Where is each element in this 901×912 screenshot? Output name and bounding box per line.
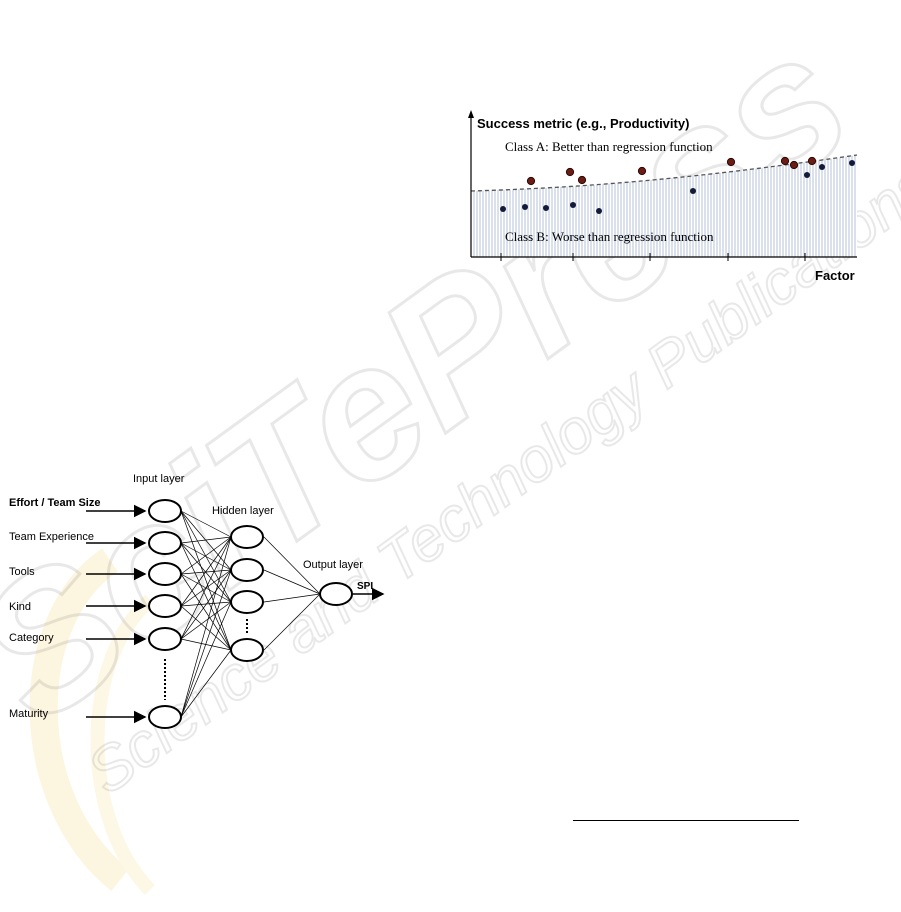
class-b-point [500, 206, 506, 212]
input-node [149, 563, 181, 585]
class-a-point [781, 157, 788, 164]
input-label-effort: Effort / Team Size [9, 497, 100, 509]
input-node [149, 595, 181, 617]
input-label-kind: Kind [9, 601, 31, 613]
input-label-category: Category [9, 632, 54, 644]
hidden-node [231, 526, 263, 548]
input-label-team-experience: Team Experience [9, 531, 94, 543]
output-node [320, 583, 352, 605]
input-labels: Effort / Team Size Team Experience Tools… [9, 497, 100, 720]
class-a-point [527, 177, 534, 184]
y-axis-label: Success metric (e.g., Productivity) [477, 116, 689, 131]
neural-network-figure: Input layer Hidden layer Output layer Ef… [0, 470, 410, 740]
input-hidden-connections [181, 511, 231, 717]
class-a-point [727, 158, 734, 165]
hidden-layer-label: Hidden layer [212, 505, 274, 517]
class-b-point [819, 164, 825, 170]
class-b-point [849, 160, 855, 166]
class-b-point [570, 202, 576, 208]
input-label-maturity: Maturity [9, 708, 49, 720]
footnote-rule [573, 820, 799, 821]
class-a-point [638, 167, 645, 174]
regression-figure: Success metric (e.g., Productivity) Clas… [455, 100, 865, 290]
class-a-point [808, 157, 815, 164]
y-axis-arrow [468, 110, 474, 118]
class-b-point [596, 208, 602, 214]
class-a-point [566, 168, 573, 175]
class-b-point [522, 204, 528, 210]
output-label: SPI [357, 581, 373, 592]
x-axis-label: Factor [815, 268, 855, 283]
class-b-point [804, 172, 810, 178]
hidden-node [231, 591, 263, 613]
class-a-label: Class A: Better than regression function [505, 139, 713, 154]
hidden-nodes [231, 526, 263, 661]
class-a-point [578, 176, 585, 183]
input-label-tools: Tools [9, 566, 35, 578]
input-arrows [86, 511, 145, 717]
hidden-output-connections [264, 537, 320, 650]
input-node [149, 628, 181, 650]
class-a-point [790, 161, 797, 168]
class-b-point [543, 205, 549, 211]
class-b-point [690, 188, 696, 194]
hidden-node [231, 639, 263, 661]
input-node [149, 500, 181, 522]
input-node [149, 532, 181, 554]
input-node [149, 706, 181, 728]
hidden-node [231, 559, 263, 581]
output-layer-label: Output layer [303, 559, 363, 571]
input-nodes [149, 500, 181, 728]
input-layer-label: Input layer [133, 473, 185, 485]
class-b-label: Class B: Worse than regression function [505, 229, 714, 244]
